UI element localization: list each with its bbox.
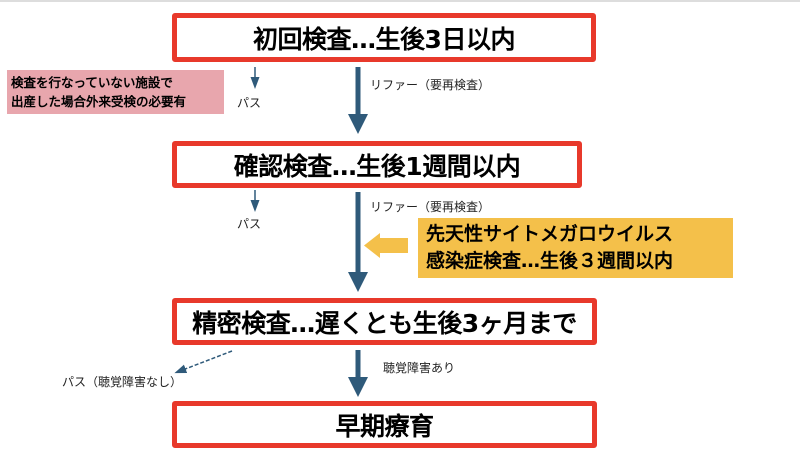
- cmv-note: 先天性サイトメガロウイルス 感染症検査…生後３週間以内: [418, 218, 733, 278]
- pass-label-1: パス: [237, 96, 262, 110]
- outside-facility-note: 検査を行なっていない施設で 出産した場合外来受検の必要有: [7, 70, 224, 114]
- hearing-loss-label: 聴覚障害あり: [383, 361, 456, 375]
- pass-label-2: パス: [237, 217, 262, 231]
- cmv-arrow: [364, 233, 408, 258]
- note-line: 出産した場合外来受検の必要有: [11, 94, 187, 109]
- pass-arrow-3: [174, 350, 233, 374]
- note-line: 先天性サイトメガロウイルス: [426, 223, 674, 245]
- refer-label-2: リファー（要再検査）: [370, 200, 491, 214]
- note-line: 検査を行なっていない施設で: [11, 75, 173, 90]
- step-confirmation-screening: 確認検査…生後1週間以内: [172, 141, 582, 188]
- pass-label-3: パス（聴覚障害なし）: [62, 375, 183, 389]
- refer-label-1: リファー（要再検査）: [370, 78, 491, 92]
- step-detailed-examination: 精密検査…遅くとも生後3ヶ月まで: [172, 298, 597, 345]
- step-early-intervention: 早期療育: [172, 401, 597, 448]
- note-line: 感染症検査…生後３週間以内: [426, 250, 674, 272]
- step-initial-screening: 初回検査…生後3日以内: [172, 13, 596, 62]
